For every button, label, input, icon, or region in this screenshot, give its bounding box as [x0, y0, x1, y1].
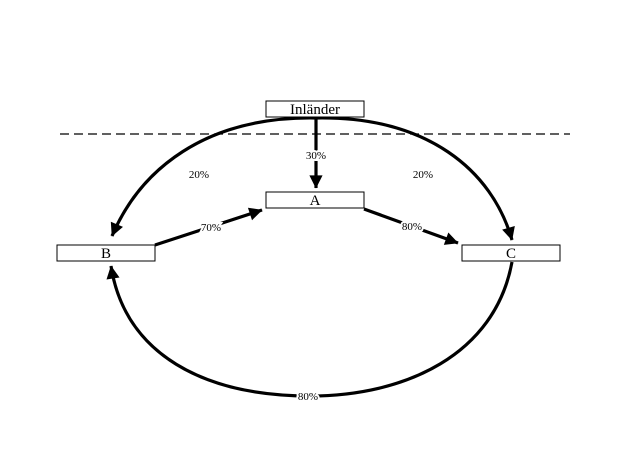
node-b-box — [56, 244, 156, 262]
label-a-to-c: 80% — [402, 221, 422, 233]
node-c-label: C — [506, 246, 516, 262]
edge-a-to-c — [363, 207, 459, 245]
node-a-box — [265, 191, 365, 209]
label-inlaender-to-b: 20% — [189, 169, 209, 181]
label-c-to-b: 80% — [298, 391, 318, 403]
edge-b-to-a — [154, 207, 263, 247]
label-b-to-a: 70% — [201, 222, 221, 234]
node-inlaender-box — [265, 100, 365, 118]
node-b-label: B — [101, 246, 111, 262]
node-c-box — [461, 244, 561, 262]
label-inlaender-to-a: 30% — [306, 150, 326, 162]
label-inlaender-to-c: 20% — [413, 169, 433, 181]
edge-inlaender-to-c — [315, 116, 515, 241]
node-a-label: A — [310, 193, 321, 209]
edge-inlaender-to-b — [110, 116, 317, 237]
node-inlaender-label: Inländer — [290, 102, 340, 118]
edge-c-to-b — [106, 261, 514, 398]
